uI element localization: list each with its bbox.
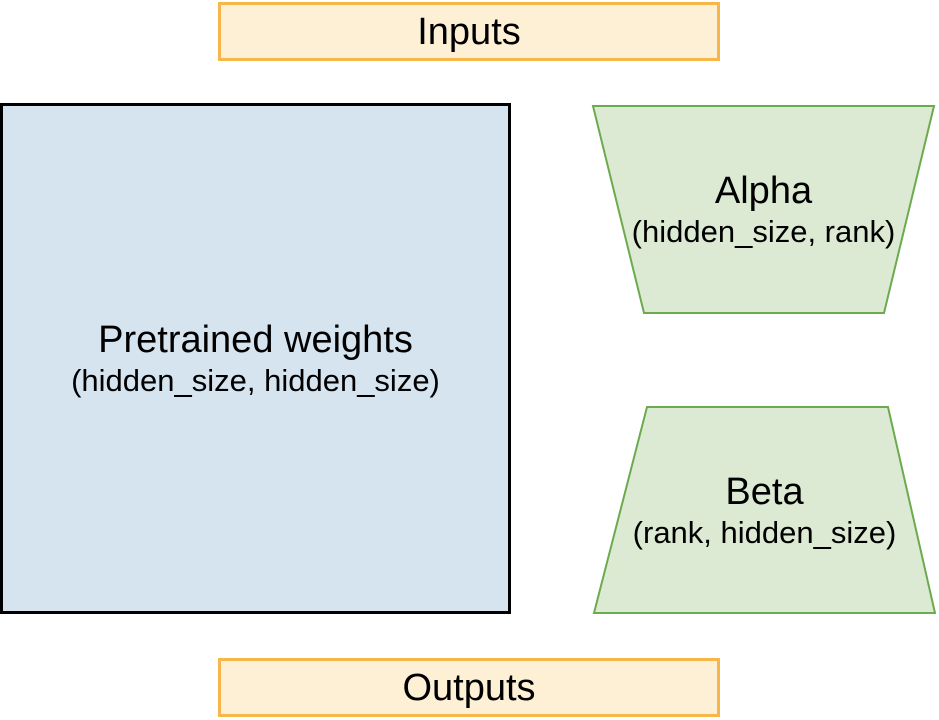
beta-node: Beta (rank, hidden_size) bbox=[592, 405, 937, 615]
beta-dimensions: (rank, hidden_size) bbox=[632, 514, 897, 550]
beta-label: Beta bbox=[725, 470, 804, 513]
inputs-label: Inputs bbox=[417, 10, 521, 53]
alpha-trapezoid bbox=[591, 105, 936, 314]
beta-trapezoid bbox=[592, 406, 937, 614]
alpha-label: Alpha bbox=[714, 170, 813, 212]
pretrained-weights-dimensions: (hidden_size, hidden_size) bbox=[71, 363, 440, 398]
pretrained-weights-node: Pretrained weights (hidden_size, hidden_… bbox=[0, 103, 511, 614]
alpha-node-shape bbox=[591, 105, 936, 314]
alpha-dimensions: (hidden_size, rank) bbox=[631, 214, 896, 249]
outputs-node: Outputs bbox=[218, 658, 720, 717]
inputs-node: Inputs bbox=[218, 2, 720, 61]
beta-node-shape bbox=[592, 406, 937, 614]
pretrained-weights-label: Pretrained weights bbox=[98, 319, 413, 361]
alpha-node: Alpha (hidden_size, rank) bbox=[591, 104, 936, 315]
outputs-label: Outputs bbox=[402, 666, 536, 709]
